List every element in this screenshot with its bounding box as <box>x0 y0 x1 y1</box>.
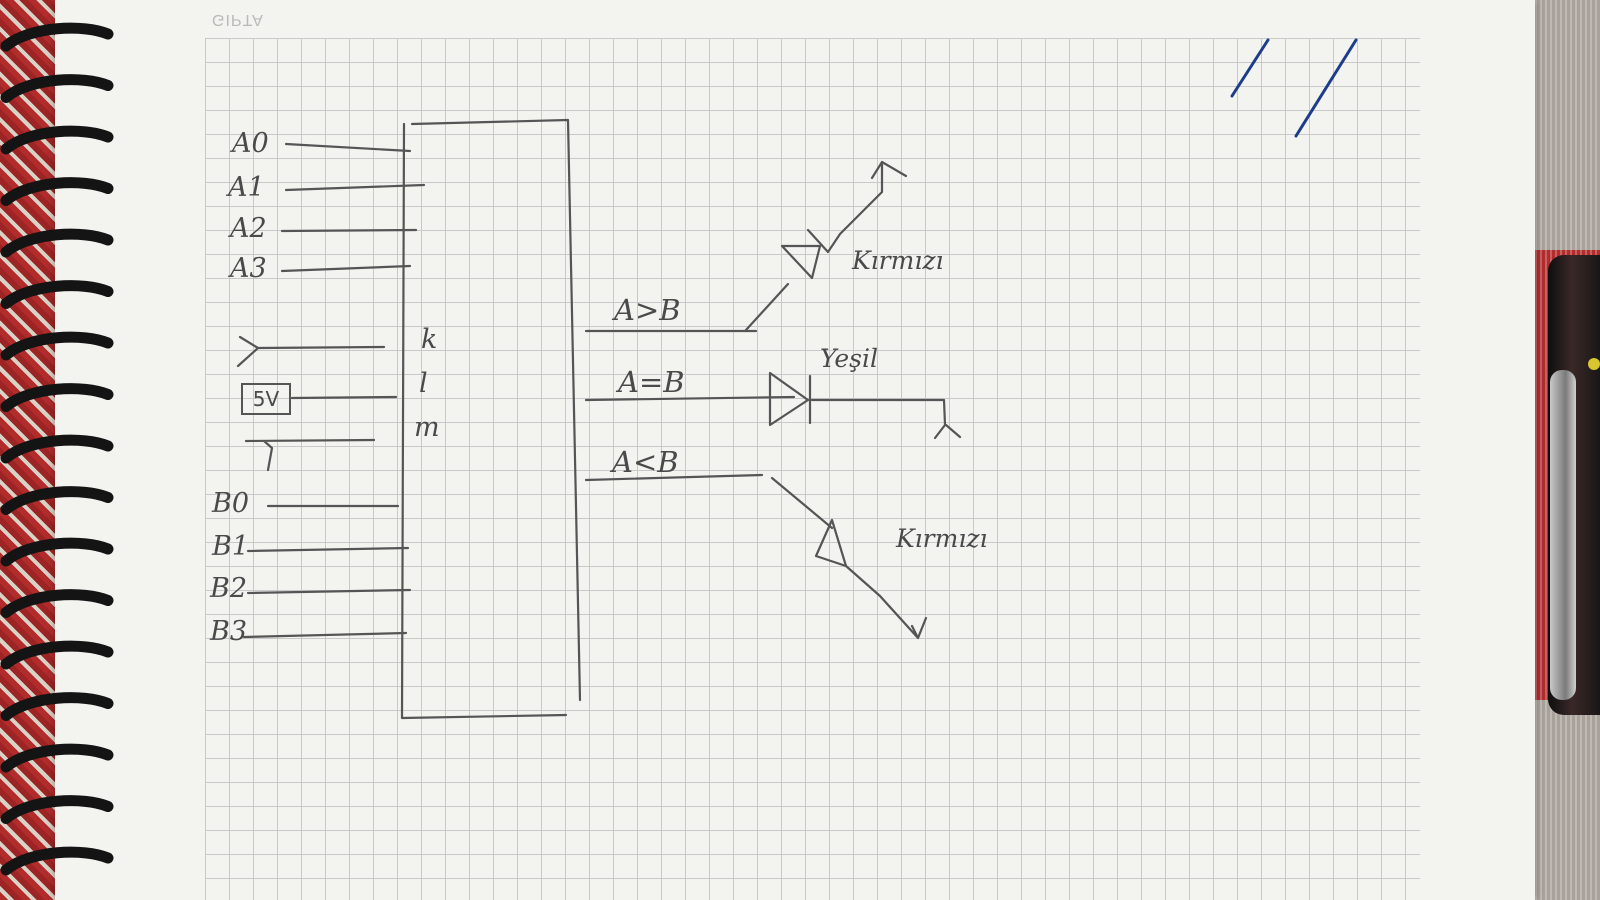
label-b3: B3 <box>210 616 248 647</box>
supply-5v-box: 5V <box>241 383 291 415</box>
output-line-equal <box>584 395 796 402</box>
pin-line-a2 <box>280 228 418 233</box>
spiral-ring <box>0 537 114 567</box>
pin-line-b1 <box>246 546 410 553</box>
led-red-bottom-symbol <box>770 476 928 640</box>
label-b2: B2 <box>210 573 248 604</box>
output-label-greater: A>B <box>614 293 681 327</box>
label-a3: A3 <box>230 253 267 284</box>
output-label-equal: A=B <box>618 365 685 399</box>
pin-line-5v <box>290 395 398 400</box>
pin-line-gnd-bottom <box>244 438 376 472</box>
spiral-ring <box>0 743 114 773</box>
spiral-ring <box>0 434 114 464</box>
comparator-ic-outline <box>400 118 582 720</box>
led-green-symbol <box>768 371 962 440</box>
spiral-binding <box>0 22 114 876</box>
label-a0: A0 <box>232 128 269 159</box>
spiral-ring <box>0 22 114 52</box>
spiral-ring <box>0 74 114 103</box>
spiral-ring <box>0 125 114 155</box>
spiral-ring <box>0 486 114 515</box>
spiral-ring <box>0 228 114 258</box>
pen-mark-1 <box>1230 38 1270 98</box>
label-b0: B0 <box>212 488 250 519</box>
pen-cap-dot <box>1588 358 1600 370</box>
pin-line-a0 <box>284 142 412 153</box>
output-line-less <box>584 473 764 482</box>
graph-paper-grid <box>205 38 1420 900</box>
label-a1: A1 <box>228 172 265 203</box>
led-label-green: Yeşil <box>820 344 878 373</box>
pin-line-b3 <box>242 631 408 639</box>
pin-line-a1 <box>284 183 426 192</box>
spiral-ring <box>0 692 114 721</box>
pin-line-gnd-top <box>236 335 386 368</box>
label-a2: A2 <box>230 213 267 244</box>
label-b1: B1 <box>212 531 250 562</box>
spiral-ring <box>0 177 114 206</box>
pen-clip <box>1550 370 1576 700</box>
led-label-red-top: Kırmızı <box>852 246 944 275</box>
pen-mark-2 <box>1294 38 1358 138</box>
spiral-ring <box>0 331 114 361</box>
pin-line-b2 <box>246 588 412 595</box>
spiral-ring <box>0 846 114 876</box>
spiral-ring <box>0 280 114 309</box>
pin-line-a3 <box>280 264 412 273</box>
spiral-ring <box>0 795 114 824</box>
ic-letter-l: l <box>419 368 428 399</box>
spiral-ring <box>0 383 114 412</box>
ic-letter-k: k <box>421 324 438 355</box>
spiral-ring <box>0 589 114 618</box>
ic-letter-m: m <box>414 412 440 443</box>
led-label-red-bottom: Kırmızı <box>896 524 988 553</box>
led-red-top-symbol <box>744 160 908 332</box>
spiral-ring <box>0 640 114 670</box>
output-label-less: A<B <box>612 445 679 479</box>
